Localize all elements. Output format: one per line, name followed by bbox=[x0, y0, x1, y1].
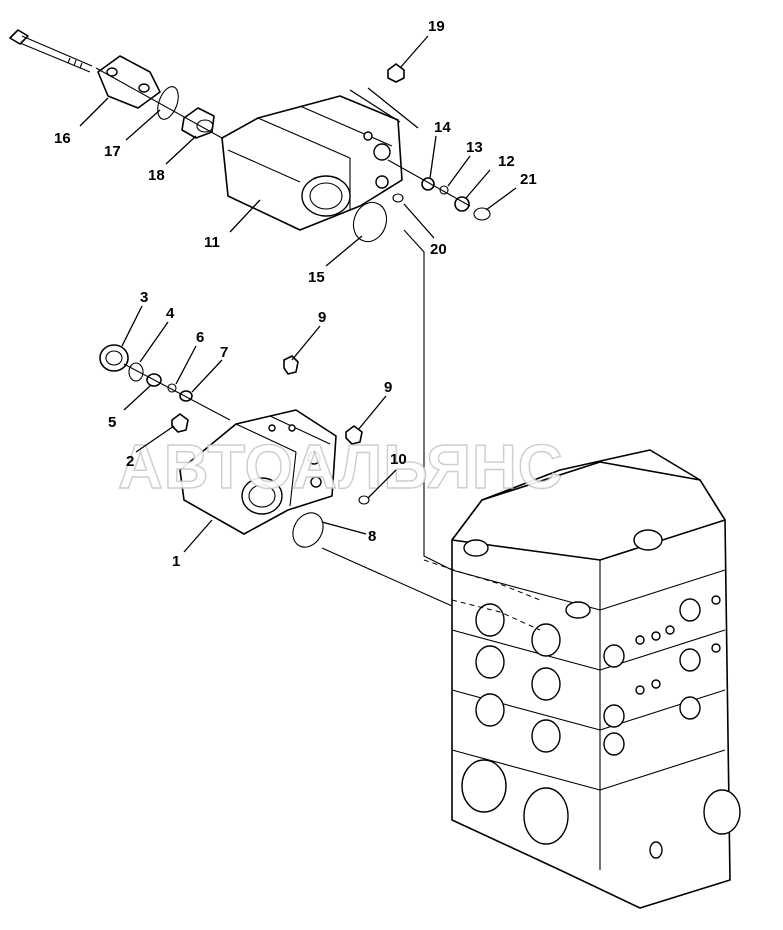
callout-14: 14 bbox=[434, 119, 451, 136]
valve-body-upper bbox=[221, 95, 403, 231]
callout-21: 21 bbox=[520, 171, 537, 188]
o-ring-20 bbox=[392, 193, 404, 203]
o-ring-17 bbox=[157, 86, 179, 120]
callout-11: 11 bbox=[204, 234, 220, 251]
callout-9-side: 9 bbox=[384, 379, 392, 396]
ball-13 bbox=[439, 185, 449, 195]
callout-3: 3 bbox=[140, 289, 148, 306]
o-ring-4 bbox=[128, 362, 144, 382]
o-ring-15 bbox=[352, 201, 388, 243]
callout-5: 5 bbox=[108, 414, 116, 431]
o-ring-8 bbox=[292, 512, 324, 548]
set-screw-19 bbox=[387, 63, 405, 83]
callout-9-top: 9 bbox=[318, 309, 326, 326]
o-ring-10 bbox=[358, 495, 370, 505]
spool-plug-18 bbox=[181, 107, 215, 139]
guide-line-upper-axis bbox=[95, 67, 223, 139]
watermark-text: АВТОАЛЬЯНС bbox=[118, 433, 564, 502]
callout-20: 20 bbox=[430, 241, 447, 258]
callout-6: 6 bbox=[196, 329, 204, 346]
main-valve-block bbox=[451, 449, 741, 909]
guide-line-lower bbox=[321, 547, 453, 607]
plug-3 bbox=[99, 344, 129, 372]
cover-plate bbox=[97, 55, 161, 109]
guide-line-upper bbox=[403, 229, 453, 571]
screw-9-top bbox=[283, 355, 299, 375]
guide-line-lower-axis bbox=[123, 363, 231, 421]
screw-9-side bbox=[345, 425, 363, 445]
callout-12: 12 bbox=[498, 153, 515, 170]
callout-labels: 16 17 18 19 11 14 13 12 21 20 15 3 4 6 7… bbox=[54, 18, 537, 570]
callout-2: 2 bbox=[126, 453, 134, 470]
callout-7: 7 bbox=[220, 344, 228, 361]
hidden-line-lower bbox=[451, 599, 541, 631]
hidden-line-upper bbox=[423, 559, 541, 601]
callout-19: 19 bbox=[428, 18, 445, 35]
callout-1: 1 bbox=[172, 553, 180, 570]
callout-4: 4 bbox=[166, 305, 175, 322]
long-bolt bbox=[9, 29, 93, 73]
valve-body-lower bbox=[179, 409, 337, 535]
plug-12 bbox=[454, 196, 470, 212]
o-ring-21 bbox=[473, 207, 491, 221]
callout-18: 18 bbox=[148, 167, 165, 184]
callout-10: 10 bbox=[390, 451, 407, 468]
callout-8: 8 bbox=[368, 528, 376, 545]
callout-leaders bbox=[79, 97, 517, 553]
guide-line-side-fittings bbox=[387, 159, 471, 207]
callout-17: 17 bbox=[104, 143, 121, 160]
callout-15: 15 bbox=[308, 269, 325, 286]
callout-16: 16 bbox=[54, 130, 71, 147]
screw-2 bbox=[171, 413, 189, 433]
callout-13: 13 bbox=[466, 139, 483, 156]
ball-6 bbox=[167, 383, 177, 393]
